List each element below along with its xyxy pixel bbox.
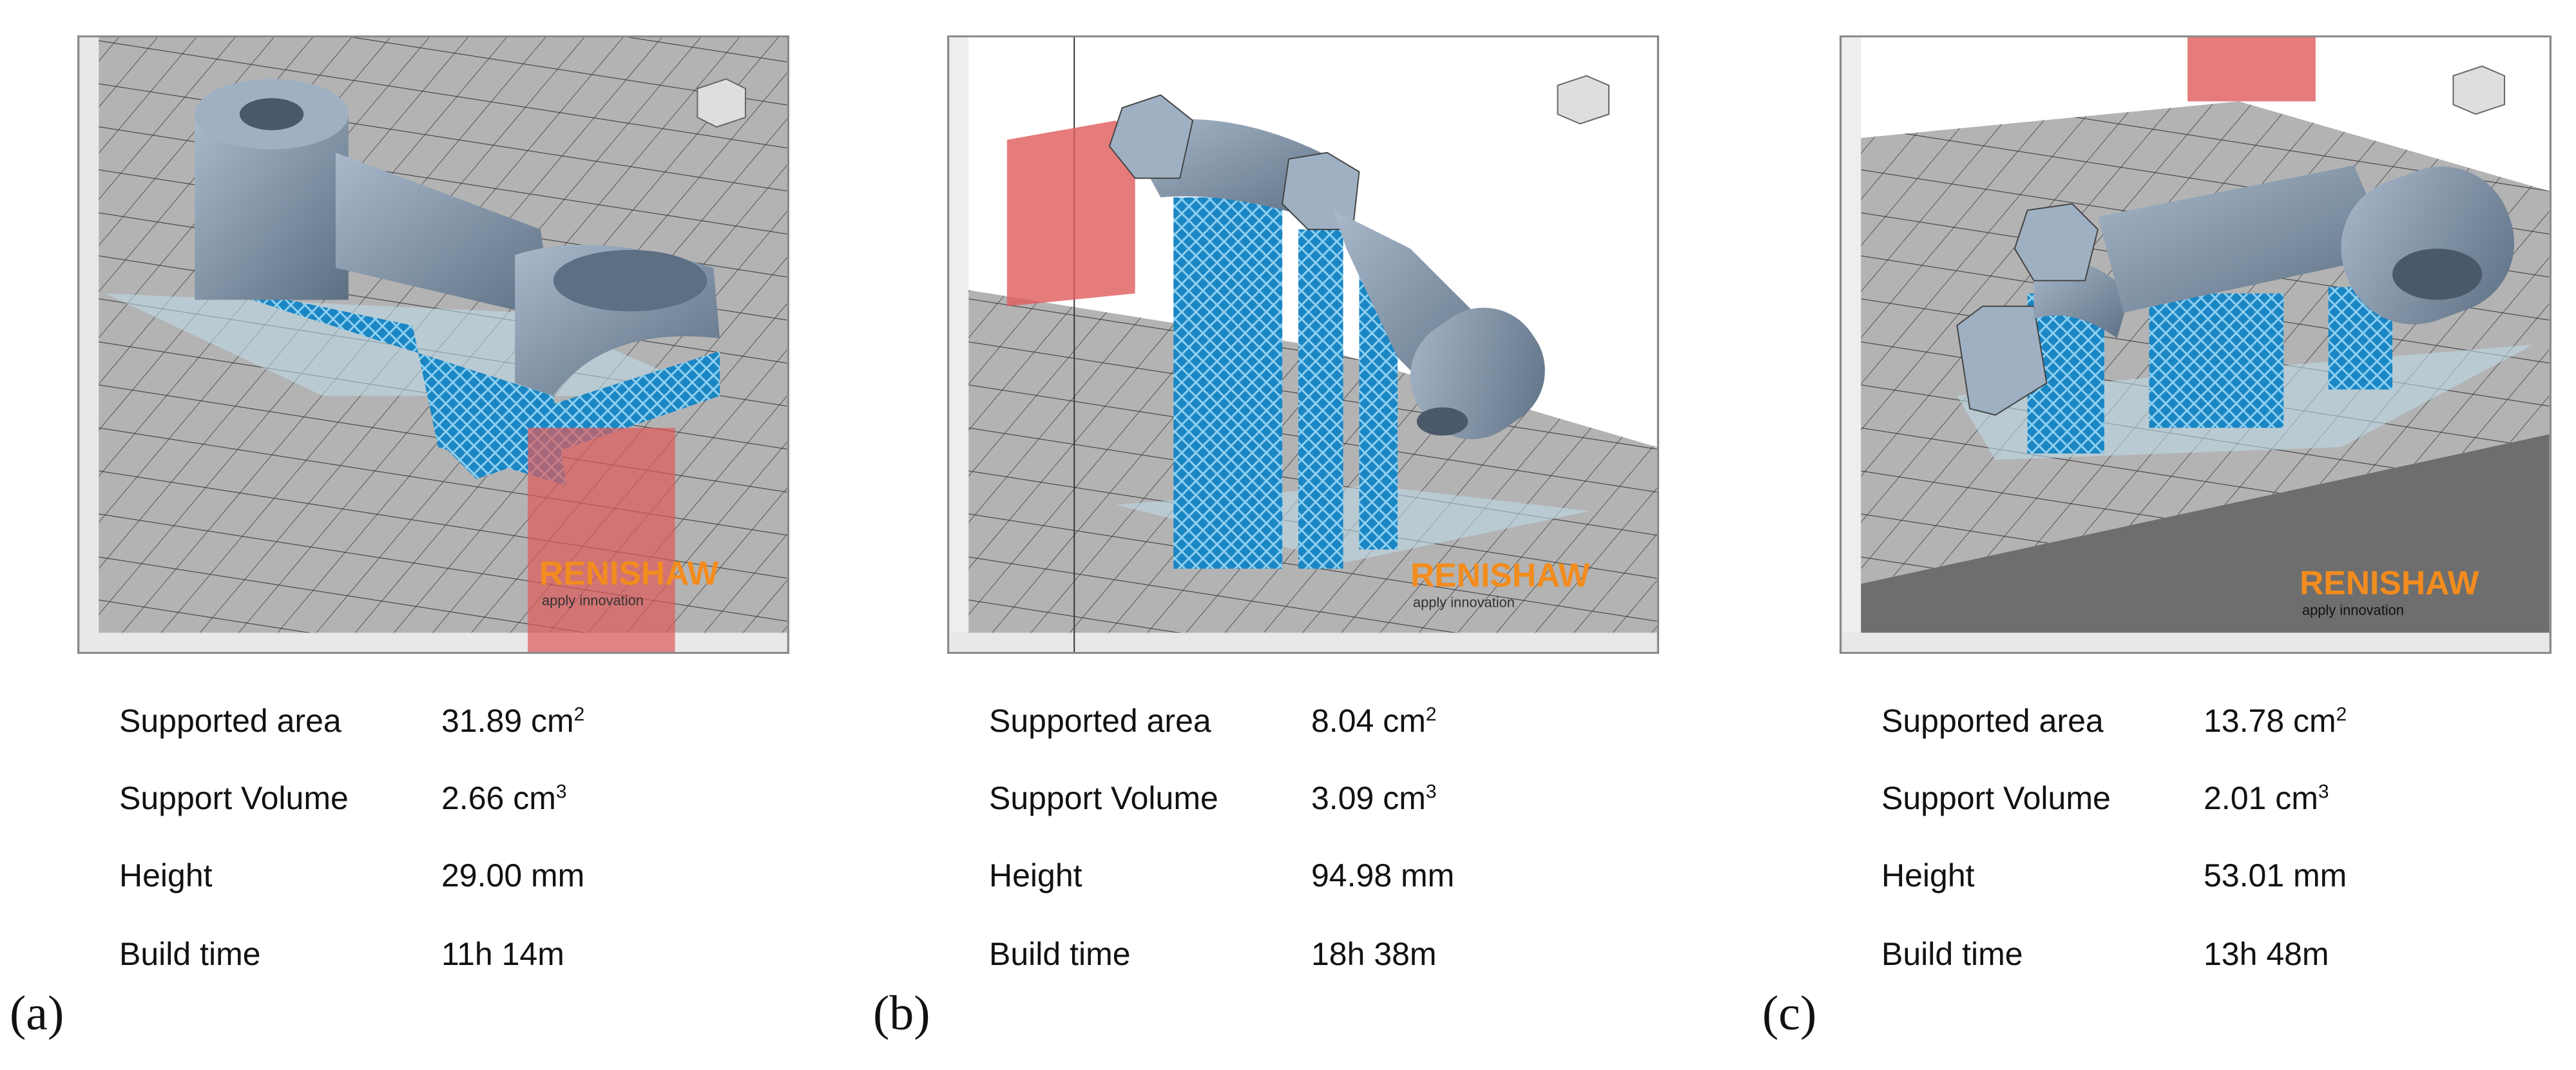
stat-label: Support Volume (1881, 780, 2111, 816)
stat-value: 13h 48m (2204, 936, 2329, 972)
ruler-vertical (1841, 37, 1861, 652)
stat-label: Height (989, 857, 1082, 893)
stat-value: 31.89 cm2 (441, 703, 585, 739)
stat-label: Supported area (119, 703, 341, 739)
part-boss (1410, 307, 1545, 439)
viewport-c[interactable]: RENISHAW apply innovation (1840, 35, 2552, 654)
panel-c: RENISHAW apply innovation Supported area… (1762, 0, 2576, 1070)
brand-tagline: apply innovation (542, 592, 644, 608)
stat-value: 29.00 mm (441, 857, 585, 893)
ruler-horizontal (1841, 633, 2550, 652)
stat-label: Height (1881, 857, 1975, 893)
panel-letter: (b) (873, 986, 930, 1040)
stat-label: Supported area (989, 703, 1211, 739)
support-lattice (1173, 197, 1283, 569)
brand-logo: RENISHAW (539, 555, 719, 592)
view-cube[interactable] (2452, 65, 2505, 115)
support-lattice (1298, 229, 1343, 569)
build-preview-a: RENISHAW apply innovation (79, 37, 787, 652)
stat-value: 94.98 mm (1311, 857, 1455, 893)
stat-label: Build time (989, 936, 1131, 972)
stat-value: 2.66 cm3 (441, 780, 567, 816)
part-pad (2014, 203, 2099, 282)
viewport-b[interactable]: RENISHAW apply innovation (947, 35, 1659, 654)
stat-value: 18h 38m (1311, 936, 1437, 972)
support-lattice (2149, 293, 2284, 428)
brand-logo: RENISHAW (2300, 564, 2479, 602)
part-pad (1956, 305, 2048, 416)
stat-value: 53.01 mm (2204, 857, 2347, 893)
build-preview-b: RENISHAW apply innovation (949, 37, 1657, 652)
ruler-horizontal (949, 633, 1657, 652)
stat-label: Build time (119, 936, 261, 972)
ruler-vertical (79, 37, 99, 652)
build-preview-c: RENISHAW apply innovation (1841, 37, 2550, 652)
part-yoke-cut (553, 249, 707, 312)
viewport-a[interactable]: RENISHAW apply innovation (77, 35, 789, 654)
part-bore (239, 98, 304, 131)
support-lattice (195, 280, 566, 486)
panel-b: RENISHAW apply innovation Supported area… (870, 0, 1707, 1070)
panel-a: RENISHAW apply innovation Supported area… (0, 0, 838, 1070)
panel-letter: (c) (1762, 986, 1817, 1040)
panel-letter: (a) (10, 986, 64, 1040)
brand-tagline: apply innovation (2302, 602, 2404, 618)
stat-label: Build time (1881, 936, 2023, 972)
stat-value: 3.09 cm3 (1311, 780, 1437, 816)
build-volume-marker (528, 428, 675, 652)
stat-label: Supported area (1881, 703, 2104, 739)
build-volume-marker (2187, 37, 2316, 102)
stat-label: Height (119, 857, 213, 893)
stat-value: 11h 14m (441, 936, 564, 972)
part-bore (2392, 248, 2483, 300)
build-plate-edge (1841, 434, 2550, 652)
view-cube[interactable] (697, 78, 746, 128)
brand-tagline: apply innovation (1413, 594, 1515, 610)
part-beam (2097, 165, 2393, 313)
view-cube[interactable] (1557, 75, 1610, 125)
part-pad (1108, 94, 1194, 179)
part-beam (335, 152, 553, 320)
ruler-vertical (949, 37, 969, 652)
stat-value: 8.04 cm2 (1311, 703, 1437, 739)
brand-logo: RENISHAW (1410, 557, 1590, 594)
build-volume-marker (1006, 120, 1135, 307)
stat-label: Support Volume (119, 780, 349, 816)
part-bore (1416, 407, 1468, 436)
ruler-horizontal (79, 633, 787, 652)
stat-value: 2.01 cm3 (2204, 780, 2329, 816)
stat-label: Support Volume (989, 780, 1218, 816)
stat-value: 13.78 cm2 (2204, 703, 2347, 739)
